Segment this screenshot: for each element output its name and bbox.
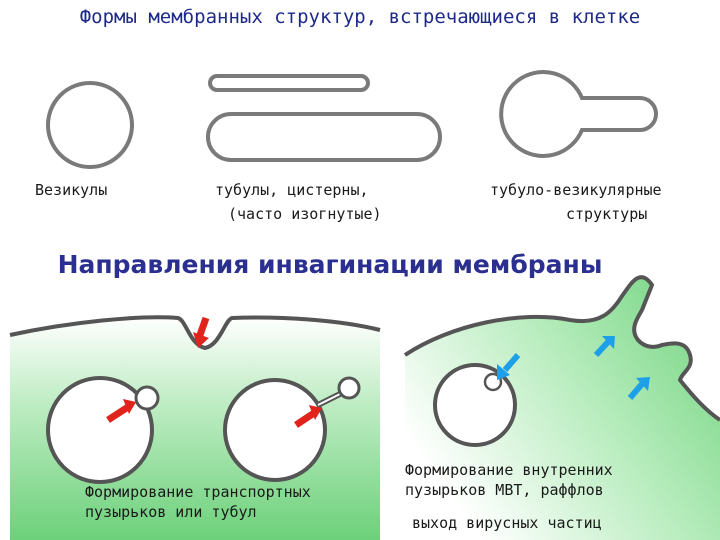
endosome-with-tubule [223, 376, 361, 482]
left-panel-label-line1: Формирование транспортных [85, 483, 311, 501]
left-cell-panel [9, 315, 381, 540]
blue-arrow-ruffle-top [593, 336, 615, 358]
red-arrow-tubule [294, 405, 322, 428]
multivesicular-body [433, 363, 517, 447]
tubulovesicular-label-line2: структуры [566, 205, 648, 223]
tubule-shape [208, 74, 370, 92]
tubulovesicular-label-line1: тубуло-везикулярные [490, 181, 662, 199]
vesicle-shape [46, 81, 134, 169]
tubules-label-line2: (часто изогнутые) [228, 205, 382, 223]
red-arrow-invagination [193, 316, 210, 348]
right-panel-label-line1: Формирование внутренних [405, 461, 613, 479]
right-cell-panel [403, 275, 720, 540]
vesicles-label: Везикулы [35, 181, 108, 199]
right-panel-label-line2: пузырьков МВТ, раффлов [405, 481, 604, 499]
diagram-title: Формы мембранных структур, встречающиеся… [79, 6, 641, 28]
blue-arrow-mvb [497, 353, 521, 380]
tubulovesicular-shape [499, 70, 658, 158]
red-arrow-bud [106, 399, 136, 423]
left-panel-label-line2: пузырьков или тубул [85, 503, 257, 521]
blue-arrow-ruffle-bottom [627, 377, 650, 400]
section-subtitle: Направления инвагинации мембраны [57, 250, 603, 279]
right-panel-label-line3: выход вирусных частиц [412, 514, 602, 532]
cisterna-shape [206, 112, 442, 162]
tubules-label-line1: тубулы, цистерны, [215, 181, 369, 199]
